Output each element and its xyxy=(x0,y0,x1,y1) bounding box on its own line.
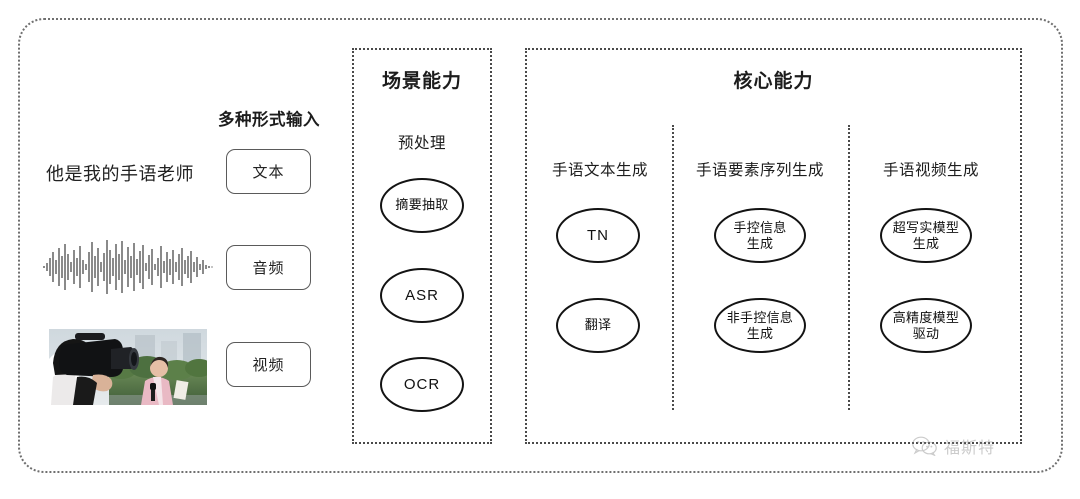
core-node-manual-info-generation[interactable]: 手控信息 生成 xyxy=(714,208,806,263)
scene-node-ocr[interactable]: OCR xyxy=(380,357,464,412)
input-modality-video[interactable]: 视频 xyxy=(226,342,311,387)
core-capability-title: 核心能力 xyxy=(733,71,814,92)
node-label-line1: 手控信息 xyxy=(733,219,787,235)
wechat-icon xyxy=(912,436,938,456)
input-modality-audio[interactable]: 音频 xyxy=(226,245,311,290)
node-label-line1: 超写实模型 xyxy=(892,219,960,235)
node-label-line2: 生成 xyxy=(746,325,774,341)
node-label-wrapper: 非手控信息 生成 xyxy=(725,310,796,341)
node-label-line1: 非手控信息 xyxy=(726,309,794,325)
core-capability-panel xyxy=(525,48,1022,444)
core-column-divider-1 xyxy=(672,125,674,410)
core-column-label-sign-text-generation: 手语文本生成 xyxy=(551,162,648,179)
node-label-wrapper: 高精度模型 驱动 xyxy=(891,310,962,341)
node-label: 翻译 xyxy=(584,317,612,333)
watermark-text: 福斯特 xyxy=(944,440,996,457)
core-node-non-manual-info-generation[interactable]: 非手控信息 生成 xyxy=(714,298,806,353)
outer-frame xyxy=(18,18,1063,473)
input-section-heading: 多种形式输入 xyxy=(218,111,320,129)
node-label: ASR xyxy=(405,286,439,304)
watermark: 福斯特 xyxy=(912,434,995,458)
core-node-high-precision-model-driving[interactable]: 高精度模型 驱动 xyxy=(880,298,972,353)
node-label: 摘要抽取 xyxy=(395,197,449,213)
video-thumbnail-icon xyxy=(49,329,207,405)
core-node-translation[interactable]: 翻译 xyxy=(556,298,640,353)
node-label-wrapper: 手控信息 生成 xyxy=(731,220,788,251)
scene-preprocess-label: 预处理 xyxy=(397,135,446,152)
core-node-hyperrealistic-model-generation[interactable]: 超写实模型 生成 xyxy=(880,208,972,263)
scene-capability-panel xyxy=(352,48,492,444)
core-column-label-sign-video-generation: 手语视频生成 xyxy=(882,162,979,179)
node-label-line2: 生成 xyxy=(746,235,774,251)
scene-capability-title: 场景能力 xyxy=(381,71,462,92)
sample-input-text: 他是我的手语老师 xyxy=(46,164,194,184)
scene-node-asr[interactable]: ASR xyxy=(380,268,464,323)
node-label-line2: 驱动 xyxy=(912,325,940,341)
node-label-line1: 高精度模型 xyxy=(892,309,960,325)
node-label-line2: 生成 xyxy=(912,235,940,251)
scene-node-summary-extraction[interactable]: 摘要抽取 xyxy=(380,178,464,233)
core-column-label-sign-element-sequence-generation: 手语要素序列生成 xyxy=(695,162,824,179)
node-label-wrapper: 超写实模型 生成 xyxy=(891,220,962,251)
input-modality-text[interactable]: 文本 xyxy=(226,149,311,194)
node-label: OCR xyxy=(403,375,441,393)
node-label: TN xyxy=(587,226,609,244)
core-column-divider-2 xyxy=(848,125,850,410)
audio-waveform-icon xyxy=(42,238,214,296)
core-node-tn[interactable]: TN xyxy=(556,208,640,263)
